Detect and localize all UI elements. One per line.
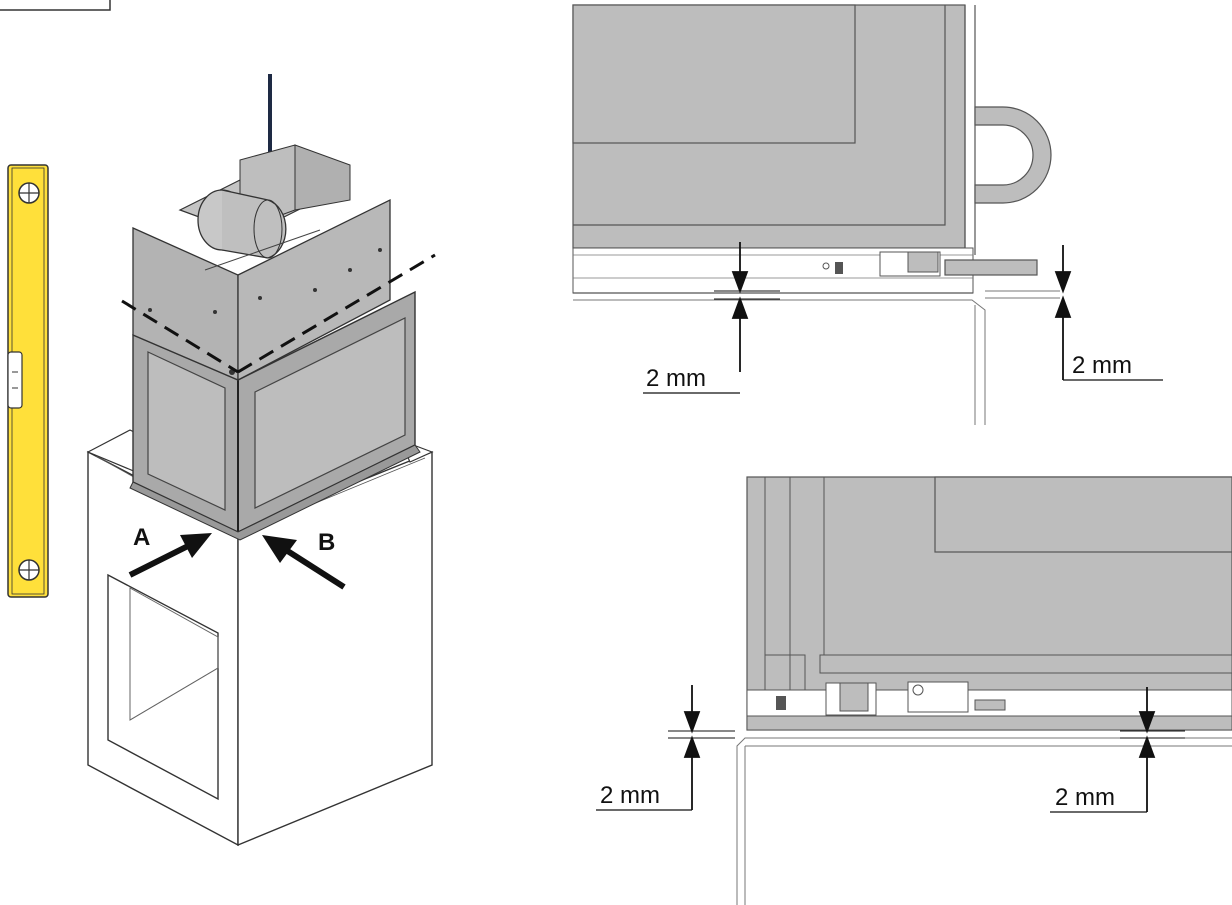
- frame-corner-tab: [0, 0, 111, 11]
- dimension-label: 2 mm: [1072, 352, 1132, 379]
- pedestal-opening: [107, 573, 219, 801]
- glass-door-right: [254, 317, 406, 509]
- dimension-gap-right: [1054, 245, 1163, 381]
- dimension-label: 2 mm: [600, 782, 660, 809]
- firebox-body: [129, 290, 421, 541]
- label-corner-b: B: [318, 529, 335, 556]
- fireplace-assembly: A B: [86, 74, 436, 847]
- dimension-gap-left: [596, 685, 735, 811]
- dimension-gap-right: [1050, 687, 1185, 813]
- detail-view-bottom: 2 mm 2 mm: [596, 476, 1232, 905]
- handle-loop-icon: [974, 106, 1052, 204]
- spirit-level-icon: [7, 164, 49, 598]
- base-outline-top: [573, 299, 986, 425]
- glass-door-left: [147, 351, 226, 511]
- arrow-b-icon: [262, 535, 346, 590]
- detail-view-top: 2 mm 2 mm: [572, 4, 1163, 425]
- label-corner-a: A: [133, 524, 150, 551]
- top-housing: [132, 144, 391, 382]
- dimension-gap-left: [643, 242, 780, 394]
- dimension-label: 2 mm: [646, 365, 706, 392]
- dashed-cut-line: [121, 253, 436, 374]
- base-outline-bottom: [736, 737, 1232, 905]
- dimension-label: 2 mm: [1055, 784, 1115, 811]
- arrow-a-icon: [128, 533, 212, 578]
